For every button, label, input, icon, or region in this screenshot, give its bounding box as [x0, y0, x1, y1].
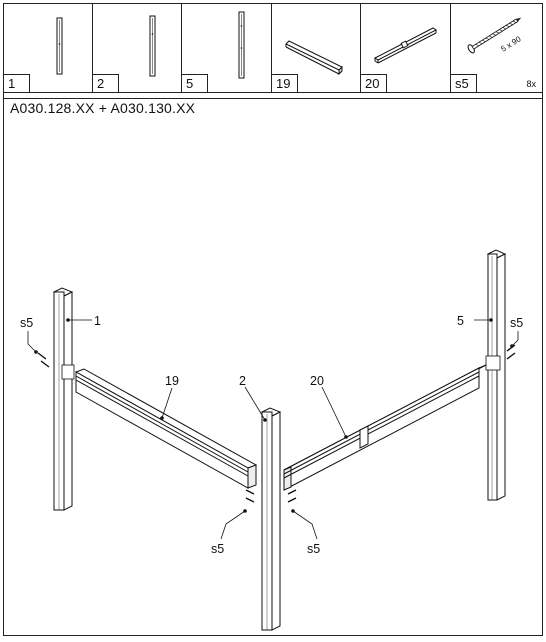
label-post-2: 2 — [239, 374, 246, 388]
label-post-1: 1 — [94, 314, 101, 328]
label-screw-bottom-right: s5 — [307, 542, 320, 556]
rail-19-front — [75, 371, 249, 489]
parts-strip: 1 2 5 19 — [4, 4, 542, 93]
part-number: s5 — [451, 74, 477, 92]
post-long-icon — [238, 11, 245, 79]
part-cell-19: 19 — [272, 4, 361, 92]
screw-icon: 5 x 90 — [467, 17, 523, 54]
screw-icon — [245, 489, 255, 495]
instruction-sheet: 1 2 5 19 — [3, 3, 543, 636]
label-screw-top-right: s5 — [510, 316, 523, 330]
part-cell-5: 5 — [182, 4, 272, 92]
label-rail-19: 19 — [165, 374, 179, 388]
part-cell-s5: 5 x 90 s5 8x — [451, 4, 542, 92]
post-5 — [487, 253, 498, 501]
label-screw-top-left: s5 — [20, 316, 33, 330]
part-cell-20: 20 — [361, 4, 451, 92]
part-quantity: 8x — [526, 79, 536, 89]
label-rail-20: 20 — [310, 374, 324, 388]
screw-icon — [287, 489, 297, 495]
rail-joined-icon — [374, 27, 437, 64]
assembly-title: A030.128.XX + A030.130.XX — [10, 100, 196, 116]
screw-icon — [40, 360, 50, 368]
part-number: 19 — [272, 74, 298, 92]
label-post-5: 5 — [457, 314, 464, 328]
part-number: 1 — [4, 74, 30, 92]
screw-icon — [37, 352, 47, 360]
rail-19-end — [247, 464, 257, 489]
section-divider — [4, 98, 542, 99]
label-screw-bottom-left: s5 — [211, 542, 224, 556]
post-medium-icon — [149, 15, 156, 77]
screw-icon — [506, 352, 516, 360]
rail-icon — [285, 40, 343, 76]
assembly-diagram: 1 5 2 19 20 s5 s5 s5 s5 — [20, 249, 523, 631]
part-number: 5 — [182, 74, 208, 92]
screw-icon — [287, 497, 297, 503]
part-cell-1: 1 — [4, 4, 93, 92]
rail-20-joint — [359, 425, 369, 449]
part-number: 20 — [361, 74, 387, 92]
part-number: 2 — [93, 74, 119, 92]
part-cell-2: 2 — [93, 4, 182, 92]
screw-icon — [245, 497, 255, 503]
post-short-icon — [56, 17, 63, 75]
